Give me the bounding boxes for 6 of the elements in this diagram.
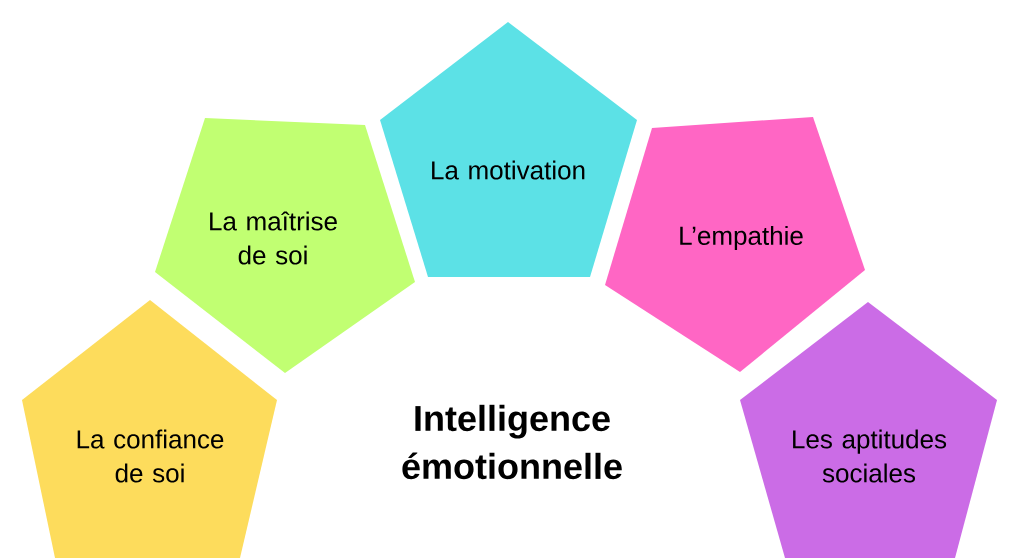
pentagon: La motivation <box>380 22 637 277</box>
pentagon: L’empathie <box>605 117 865 372</box>
pentagon: La maîtrise de soi <box>155 118 415 373</box>
pentagon: La confiance de soi <box>22 300 277 558</box>
title: Intelligence émotionnelle <box>402 404 622 480</box>
pentagon: Les aptitudes sociales <box>740 302 997 558</box>
